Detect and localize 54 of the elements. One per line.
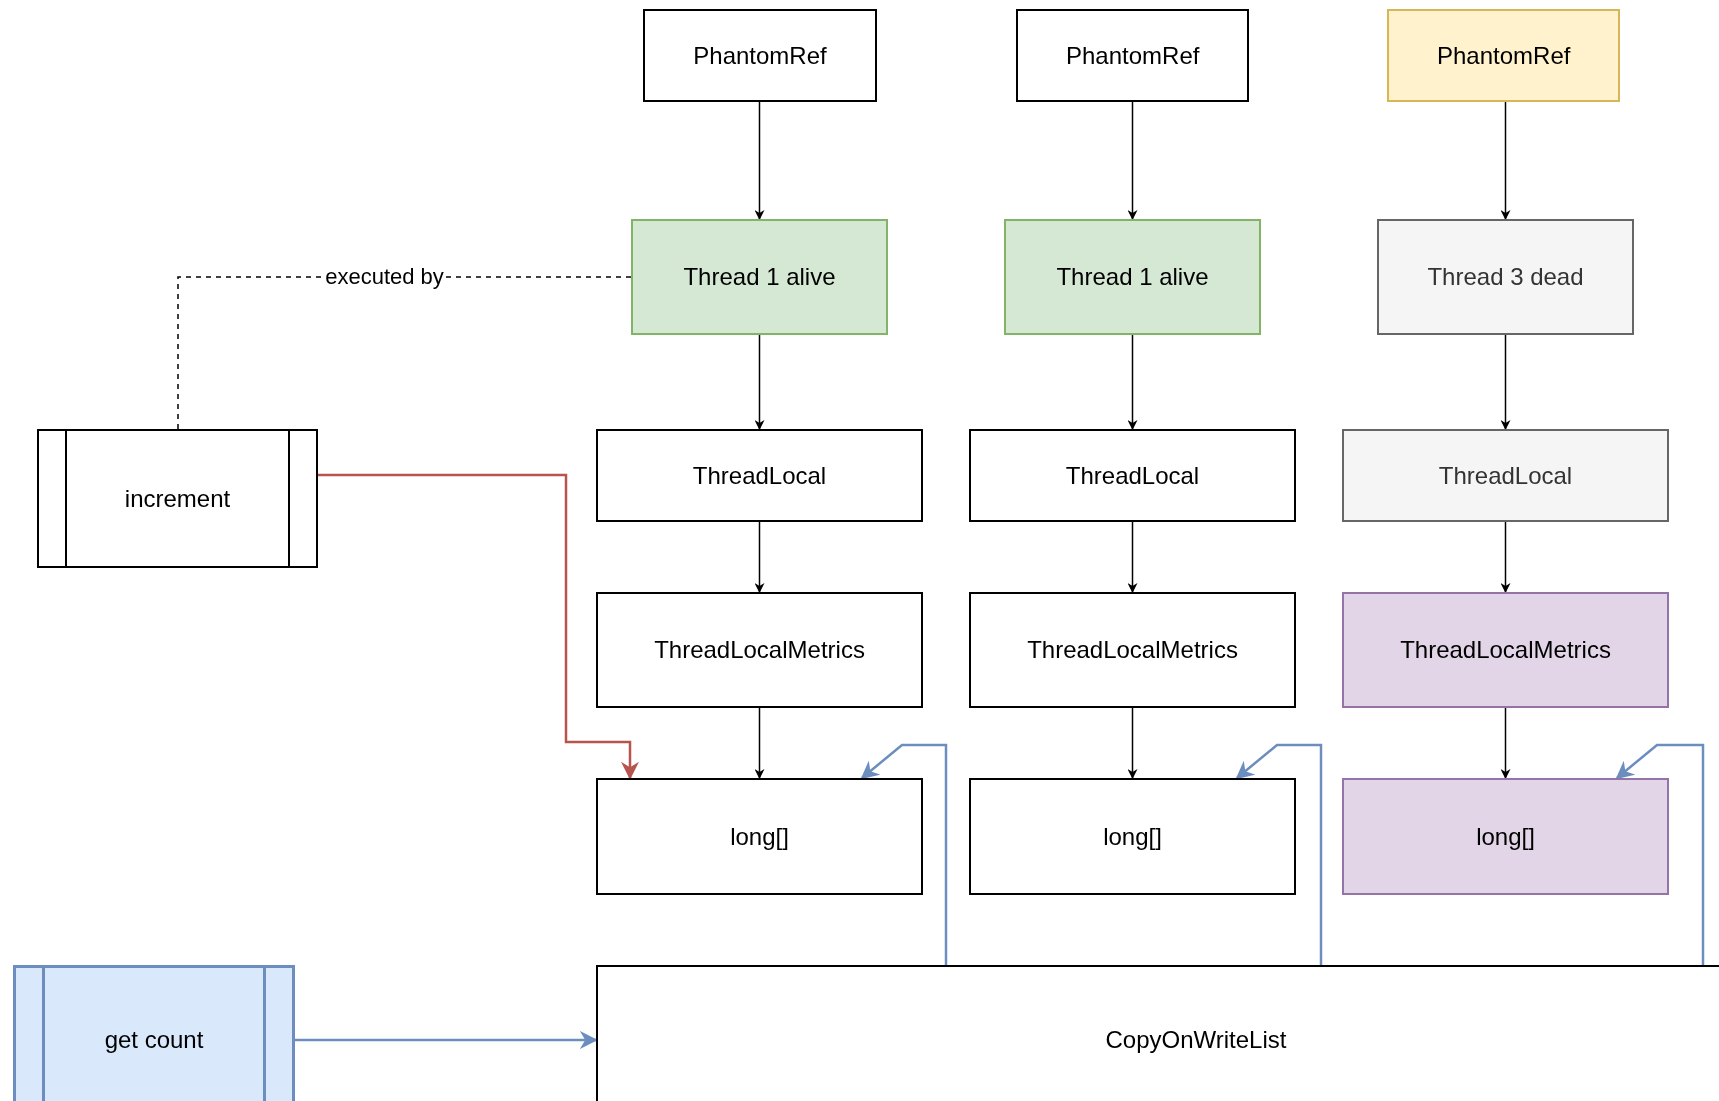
arrow (1127, 101, 1138, 220)
arrow (1127, 334, 1138, 430)
node-label: Thread 1 alive (1055, 262, 1210, 292)
process-box (37, 429, 318, 568)
class-box (1342, 592, 1669, 708)
node-label: ThreadLocalMetrics (1399, 635, 1612, 665)
node-label: ThreadLocal (1064, 460, 1201, 491)
arrow (754, 101, 765, 220)
array-box (1342, 778, 1669, 895)
arrow (754, 521, 765, 593)
arrow (318, 473, 639, 780)
node-label: Thread 3 dead (1426, 262, 1585, 292)
array-box (969, 778, 1296, 895)
node-label: get count (103, 1025, 205, 1055)
arrow (754, 707, 765, 779)
node-label: long[] (729, 821, 790, 852)
arrow (1500, 521, 1511, 593)
node-label: long[] (1475, 821, 1536, 852)
class-box (1342, 429, 1669, 522)
thread-box (631, 219, 888, 335)
arrow (1500, 707, 1511, 779)
class-box (969, 592, 1296, 708)
list-box (596, 965, 1719, 1101)
node-label: PhantomRef (692, 40, 828, 71)
node-label: long[] (1102, 821, 1163, 852)
node-label: Thread 1 alive (682, 262, 837, 292)
class-box (596, 429, 923, 522)
class-box (1016, 9, 1249, 102)
node-label: PhantomRef (1065, 40, 1201, 71)
node-label: increment (123, 483, 232, 514)
node-label: PhantomRef (1436, 40, 1572, 71)
node-label: CopyOnWriteList (1104, 1025, 1288, 1055)
arrow (1235, 743, 1323, 965)
arrow (1127, 707, 1138, 779)
class-box (1387, 9, 1620, 102)
class-box (596, 592, 923, 708)
arrow (1500, 101, 1511, 220)
arrow (1615, 743, 1705, 965)
arrow (295, 1031, 598, 1049)
thread-box (1004, 219, 1261, 335)
node-label: ThreadLocal (1437, 460, 1574, 491)
node-label: ThreadLocalMetrics (653, 635, 866, 665)
process-box (13, 965, 295, 1101)
arrow (754, 334, 765, 430)
arrow (1500, 334, 1511, 430)
class-box (969, 429, 1296, 522)
arrow (1127, 521, 1138, 593)
node-label: ThreadLocal (691, 460, 828, 491)
array-box (596, 778, 923, 895)
arrow (860, 743, 948, 965)
edge-label: executed by (323, 266, 446, 288)
class-box (643, 9, 877, 102)
node-label: ThreadLocalMetrics (1026, 635, 1239, 665)
thread-box (1377, 219, 1634, 335)
